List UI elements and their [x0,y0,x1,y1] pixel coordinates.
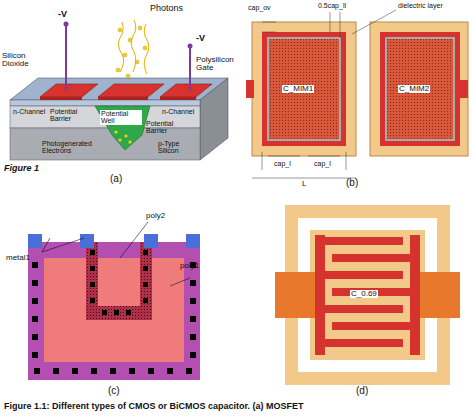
part-label: Silicon Dioxide [2,52,48,69]
via-square [190,334,196,340]
part-label: n-Channel [162,108,194,115]
via-square [110,368,116,374]
via-square [90,282,95,287]
figure-caption: Figure 1.1: Different types of CMOS or B… [4,402,304,411]
via-square [34,368,40,374]
part-label: Photogenerated Electrons [42,140,114,155]
interdigitated-layout [275,205,460,385]
part-label: (b) [346,178,358,189]
via-square [190,298,196,304]
via-square [143,282,148,287]
via-square [126,310,131,315]
part-label: cap_ov [248,4,271,11]
via-square [32,334,38,340]
via-square [190,280,196,286]
via-square [114,310,119,315]
part-label: Figure 1 [4,164,39,173]
part-label: L [302,180,306,188]
part-label: -V [58,10,67,19]
via-square [53,368,59,374]
via-square [190,352,196,358]
via-square [72,368,78,374]
part-label: n-Channel [13,108,45,115]
comb-finger [315,305,403,313]
part-label: metal1 [6,254,30,262]
via-square [32,316,38,322]
part-label: C_MIM2 [398,85,430,93]
via-square [32,280,38,286]
via-square [102,310,107,315]
part-label: C_0.69 [350,290,378,298]
via-square [143,250,148,255]
via-square [129,368,135,374]
part-label: Polysilicon Gate [196,56,236,73]
via-square [143,266,148,271]
part-label: Potential Barrier [146,120,180,135]
part-label: C_MIM1 [282,85,314,93]
via-square [90,250,95,255]
part-label: 0.5cap_ll [318,2,346,9]
via-square [190,316,196,322]
part-label: Photons [150,4,183,13]
part-label: (a) [110,174,122,185]
part-label: (d) [356,386,368,397]
ccd-illustration [10,20,228,160]
via-square [148,368,154,374]
part-label: -V [196,34,205,43]
via-square [90,266,95,271]
via-square [143,298,148,303]
part-label: cap_l [314,160,331,167]
via-square [90,298,95,303]
via-square [167,368,173,374]
via-square [186,368,192,374]
part-label: dielectric layer [398,2,443,9]
mim-layout [246,10,468,178]
via-square [32,298,38,304]
part-label: poly1 [180,262,199,270]
comb-finger [315,339,403,347]
via-square [32,352,38,358]
comb-spine [315,235,325,355]
comb-finger [332,322,420,330]
comb-finger [315,237,403,245]
part-label: (c) [108,386,120,397]
part-label: cap_l [274,160,291,167]
part-label: p-Type Silicon [158,140,198,155]
part-label: Potential Barrier [50,108,80,123]
comb-finger [315,271,403,279]
via-square [32,262,38,268]
comb-finger [332,254,420,262]
via-square [91,368,97,374]
part-label: Potential Well [100,110,142,125]
part-label: poly2 [146,212,165,220]
poly-layout [28,222,200,380]
